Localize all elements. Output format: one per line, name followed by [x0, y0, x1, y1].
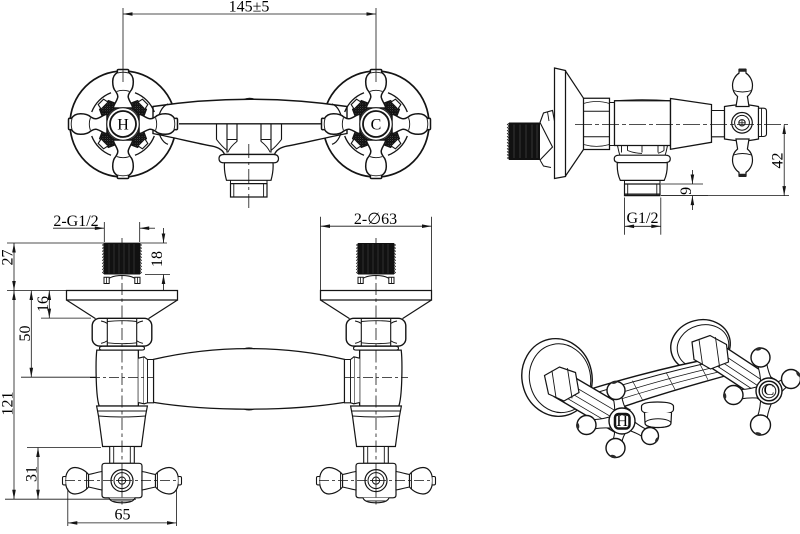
svg-text:C: C [371, 117, 382, 134]
svg-text:50: 50 [17, 326, 34, 342]
svg-text:C: C [764, 382, 775, 399]
svg-text:145±5: 145±5 [229, 0, 270, 16]
svg-text:27: 27 [0, 250, 17, 266]
svg-text:G1/2: G1/2 [627, 210, 659, 227]
svg-text:9: 9 [678, 187, 695, 195]
svg-text:2-∅63: 2-∅63 [354, 211, 397, 228]
svg-text:16: 16 [35, 296, 52, 312]
svg-text:H: H [117, 117, 129, 134]
svg-text:31: 31 [24, 466, 41, 482]
svg-text:H: H [616, 413, 628, 430]
svg-text:121: 121 [0, 392, 17, 416]
svg-text:65: 65 [115, 507, 131, 524]
svg-text:18: 18 [149, 251, 166, 267]
svg-text:42: 42 [770, 153, 787, 169]
svg-text:2-G1/2: 2-G1/2 [53, 213, 98, 230]
